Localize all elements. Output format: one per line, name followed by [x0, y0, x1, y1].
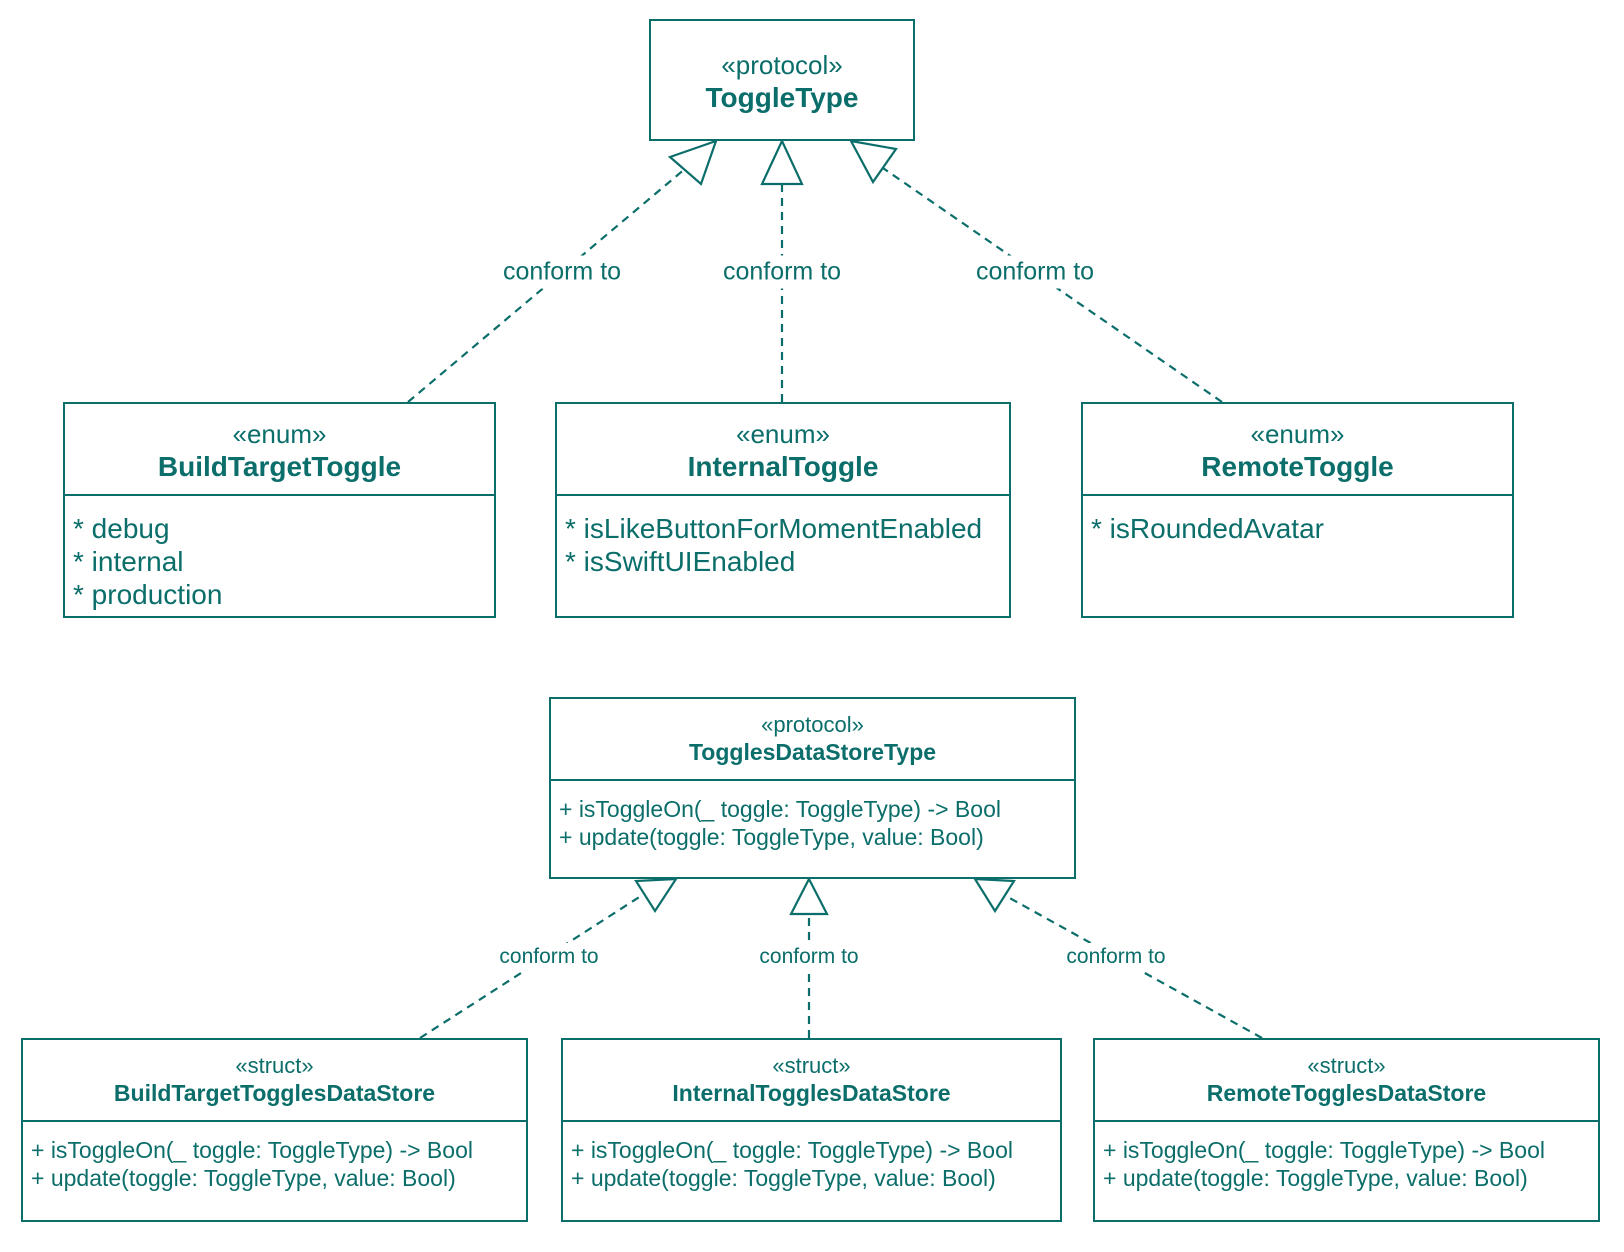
method-item: + update(toggle: ToggleType, value: Bool…	[31, 1165, 456, 1191]
class-name: RemoteTogglesDataStore	[1206, 1080, 1487, 1106]
enum-internaltoggle-box: «enum» InternalToggle * isLikeButtonForM…	[555, 402, 1011, 618]
enum-buildtargettoggle-box: «enum» BuildTargetToggle * debug * inter…	[63, 402, 496, 618]
class-name: RemoteToggle	[1201, 451, 1394, 482]
stereotype-label: «struct»	[772, 1053, 851, 1078]
class-name: BuildTargetToggle	[157, 451, 402, 482]
stereotype-label: «protocol»	[761, 712, 864, 737]
struct-remotetogglesdatastore-box: «struct» RemoteTogglesDataStore + isTogg…	[1093, 1038, 1600, 1222]
stereotype-label: «enum»	[232, 419, 327, 449]
class-name: InternalToggle	[687, 451, 879, 482]
struct-buildtargettogglesdatastore-box: «struct» BuildTargetTogglesDataStore + i…	[21, 1038, 528, 1222]
member-item: * isSwiftUIEnabled	[565, 546, 796, 577]
stereotype-label: «enum»	[736, 419, 830, 449]
struct-internaltogglesdatastore-box: «struct» InternalTogglesDataStore + isTo…	[561, 1038, 1062, 1222]
edge-label-top-center: conform to	[716, 255, 848, 289]
method-item: + isToggleOn(_ toggle: ToggleType) -> Bo…	[31, 1137, 473, 1163]
enum-remotetoggle-box: «enum» RemoteToggle * isRoundedAvatar	[1081, 402, 1514, 618]
arrowhead-top-left	[667, 139, 718, 186]
stereotype-label: «struct»	[1307, 1053, 1386, 1078]
edge-label-top-left: conform to	[496, 255, 628, 289]
edge-label-top-right: conform to	[969, 255, 1101, 289]
member-item: * isLikeButtonForMomentEnabled	[565, 513, 983, 544]
method-item: + update(toggle: ToggleType, value: Bool…	[559, 824, 984, 850]
stereotype-label: «enum»	[1250, 419, 1345, 449]
method-item: + update(toggle: ToggleType, value: Bool…	[571, 1165, 996, 1191]
arrowhead-bottom-center	[789, 876, 829, 916]
method-item: + isToggleOn(_ toggle: ToggleType) -> Bo…	[559, 796, 1001, 822]
member-item: * production	[73, 579, 223, 610]
protocol-togglesdatastoretype-box: «protocol» TogglesDataStoreType + isTogg…	[549, 697, 1076, 879]
edge-label-bottom-left: conform to	[493, 943, 605, 971]
protocol-toggletype-box: «protocol» ToggleType	[649, 19, 915, 141]
class-name: BuildTargetTogglesDataStore	[113, 1080, 436, 1106]
arrowhead-top-right	[848, 139, 898, 185]
member-item: * internal	[73, 546, 184, 577]
stereotype-label: «struct»	[235, 1053, 314, 1078]
stereotype-label: «protocol»	[721, 50, 843, 80]
class-name: TogglesDataStoreType	[688, 739, 937, 765]
arrowhead-top-center	[760, 138, 804, 186]
edge-label-bottom-center: conform to	[753, 943, 865, 971]
method-item: + isToggleOn(_ toggle: ToggleType) -> Bo…	[1103, 1137, 1545, 1163]
method-item: + update(toggle: ToggleType, value: Bool…	[1103, 1165, 1528, 1191]
method-item: + isToggleOn(_ toggle: ToggleType) -> Bo…	[571, 1137, 1013, 1163]
arrowhead-bottom-left	[634, 877, 679, 914]
class-name: InternalTogglesDataStore	[672, 1080, 951, 1106]
class-name: ToggleType	[705, 82, 859, 113]
edge-label-bottom-right: conform to	[1060, 943, 1172, 971]
arrowhead-bottom-right	[972, 877, 1016, 914]
edge-buildtarget-to-toggletype	[407, 167, 687, 403]
member-item: * debug	[73, 513, 170, 544]
member-item: * isRoundedAvatar	[1091, 513, 1324, 544]
